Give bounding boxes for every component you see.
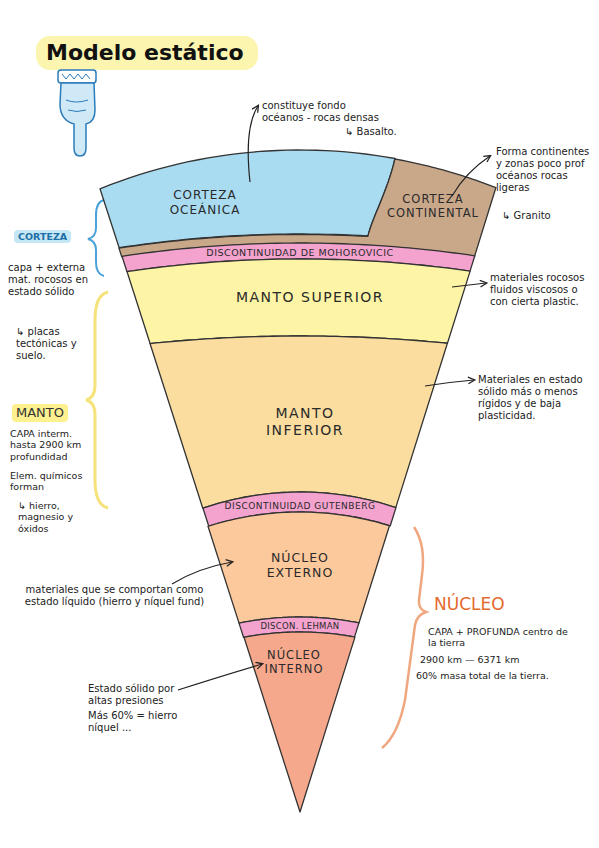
layer-label: MANTO SUPERIOR — [200, 289, 420, 306]
side-note: ↳ placas tectónicas y suelo. — [16, 326, 88, 362]
layer-band: NÚCLEO EXTERNO — [206, 510, 391, 625]
band-shape — [244, 632, 355, 812]
band-shape — [150, 336, 447, 508]
title-highlight — [36, 36, 258, 70]
side-note: 2900 km — 6371 km — [420, 654, 519, 665]
mantle-note: Materiales en estado sólido más o menos … — [478, 374, 596, 422]
page-title: Modelo estático — [46, 40, 244, 66]
side-note: ↳ hierro, magnesio y óxidos — [18, 500, 88, 534]
hand-cuff — [58, 70, 96, 83]
core-note: Estado sólido por altas presiones — [88, 683, 200, 707]
pointing-hand — [60, 83, 95, 156]
side-note: capa + externa mat. rocosos en estado só… — [8, 262, 88, 298]
leader-arrow — [425, 380, 474, 386]
band-outline — [98, 148, 397, 250]
leader-arrow — [452, 283, 486, 287]
hand-cuff-pattern — [62, 74, 90, 79]
section-heading: MANTO — [12, 404, 68, 422]
leader-arrow — [178, 664, 262, 690]
band-shape-group — [244, 632, 355, 812]
hand-finger-lines — [66, 100, 88, 112]
crust-note: ↳ Basalto. — [345, 126, 397, 138]
band-shape-group — [127, 259, 470, 344]
side-note: CAPA + PROFUNDA centro de la tierra — [428, 626, 578, 649]
band-shape-group — [119, 158, 496, 256]
core-note: Más 60% = hierro níquel ... — [88, 710, 200, 734]
layer-band: NÚCLEO INTERNO — [242, 630, 357, 814]
section-heading: NÚCLEO — [434, 594, 505, 614]
crust-note: constituye fondo océanos - rocas densas — [262, 100, 386, 124]
layer-band: CORTEZA OCEÁNICA — [98, 148, 397, 250]
band-shape — [119, 158, 496, 256]
band-shape-group — [150, 336, 447, 508]
layer-label: CORTEZA CONTINENTAL — [377, 193, 489, 221]
core-bracket — [382, 527, 426, 748]
side-note: CAPA interm. hasta 2900 km profundidad — [10, 428, 90, 462]
band-shape-group — [100, 150, 395, 248]
band-shape — [100, 150, 395, 248]
side-note: 60% masa total de la tierra. — [416, 670, 586, 681]
band-shape-group — [208, 512, 389, 623]
mantle-note: materiales rocosos fluidos viscosos o co… — [490, 272, 596, 308]
band-shape — [127, 259, 470, 344]
layer-band: MANTO SUPERIOR — [125, 257, 472, 346]
leader-arrow — [452, 156, 490, 196]
core-note: materiales que se comportan como estado … — [12, 584, 217, 608]
layer-label: NÚCLEO EXTERNO — [250, 550, 350, 580]
layer-label: CORTEZA OCEÁNICA — [145, 188, 265, 217]
layer-label: DISCON. LEHMAN — [245, 621, 355, 631]
section-heading: CORTEZA — [14, 230, 71, 243]
layer-band: MANTO INFERIOR — [148, 334, 449, 510]
side-note: Elem. químicos forman — [10, 470, 90, 493]
layer-label: MANTO INFERIOR — [240, 405, 370, 439]
band-shape — [208, 512, 389, 623]
leader-arrow — [248, 106, 258, 182]
crust-bracket — [88, 200, 104, 276]
crust-note: Forma continentes y zonas poco prof océa… — [496, 146, 596, 194]
layer-label: NÚCLEO INTERNO — [254, 649, 334, 677]
leader-arrow — [172, 562, 232, 584]
crust-note: ↳ Granito — [502, 210, 551, 222]
mantle-bracket — [86, 292, 108, 508]
layer-label: DISCONTINUIDAD GUTENBERG — [200, 501, 400, 512]
layer-label: DISCONTINUIDAD DE MOHOROVICIC — [170, 247, 430, 258]
